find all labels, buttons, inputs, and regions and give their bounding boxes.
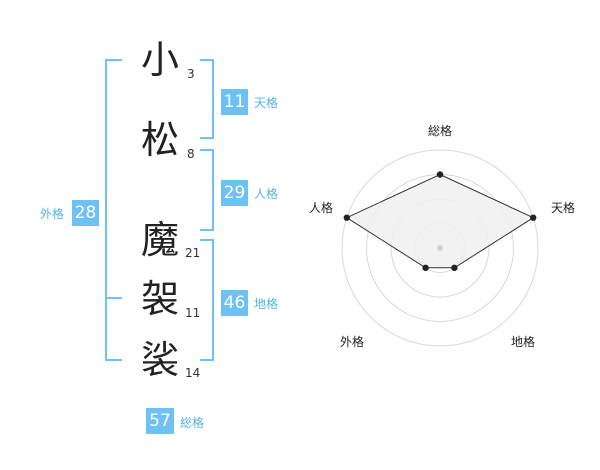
tenkaku-bracket [200,59,214,139]
chikaku-bracket [200,239,214,361]
stroke-count-2: 8 [187,147,195,161]
name-char-3: 魔 [140,218,179,262]
tenkaku-label: 天格 [254,96,279,110]
radar-label-jinkaku: 人格 [309,201,334,215]
soukaku-badge: 57 [146,408,174,434]
stroke-count-1: 3 [187,67,195,81]
name-char-1: 小 [140,38,179,82]
gaikaku-badge: 28 [72,200,99,226]
gaikaku-label: 外格 [40,207,65,221]
jinkaku-label: 人格 [254,187,279,201]
tenkaku-badge: 11 [221,89,248,115]
stroke-count-3: 21 [185,246,201,260]
name-char-5: 裟 [140,338,179,382]
name-char-4: 袈 [140,277,179,321]
radar-label-soukaku: 総格 [428,124,453,138]
chikaku-badge: 46 [221,290,248,316]
chikaku-label: 地格 [254,297,279,311]
radar-point-4 [422,264,429,271]
gaikaku-bracket [105,59,122,361]
radar-series-area [345,173,535,269]
radar-point-2 [530,214,537,221]
radar-point-1 [436,171,444,178]
name-char-2: 松 [140,118,179,162]
radar-label-tenkaku: 天格 [551,201,576,215]
stroke-count-5: 14 [185,366,201,380]
soukaku-label: 総格 [180,416,205,430]
radar-point-3 [451,264,458,271]
jinkaku-bracket [200,149,214,231]
stroke-count-4: 11 [185,306,201,320]
radar-center-dot [437,245,443,251]
radar-label-gaikaku: 外格 [340,335,365,349]
jinkaku-badge: 29 [221,180,248,206]
radar-point-5 [343,214,350,221]
radar-label-chikaku: 地格 [511,335,536,349]
